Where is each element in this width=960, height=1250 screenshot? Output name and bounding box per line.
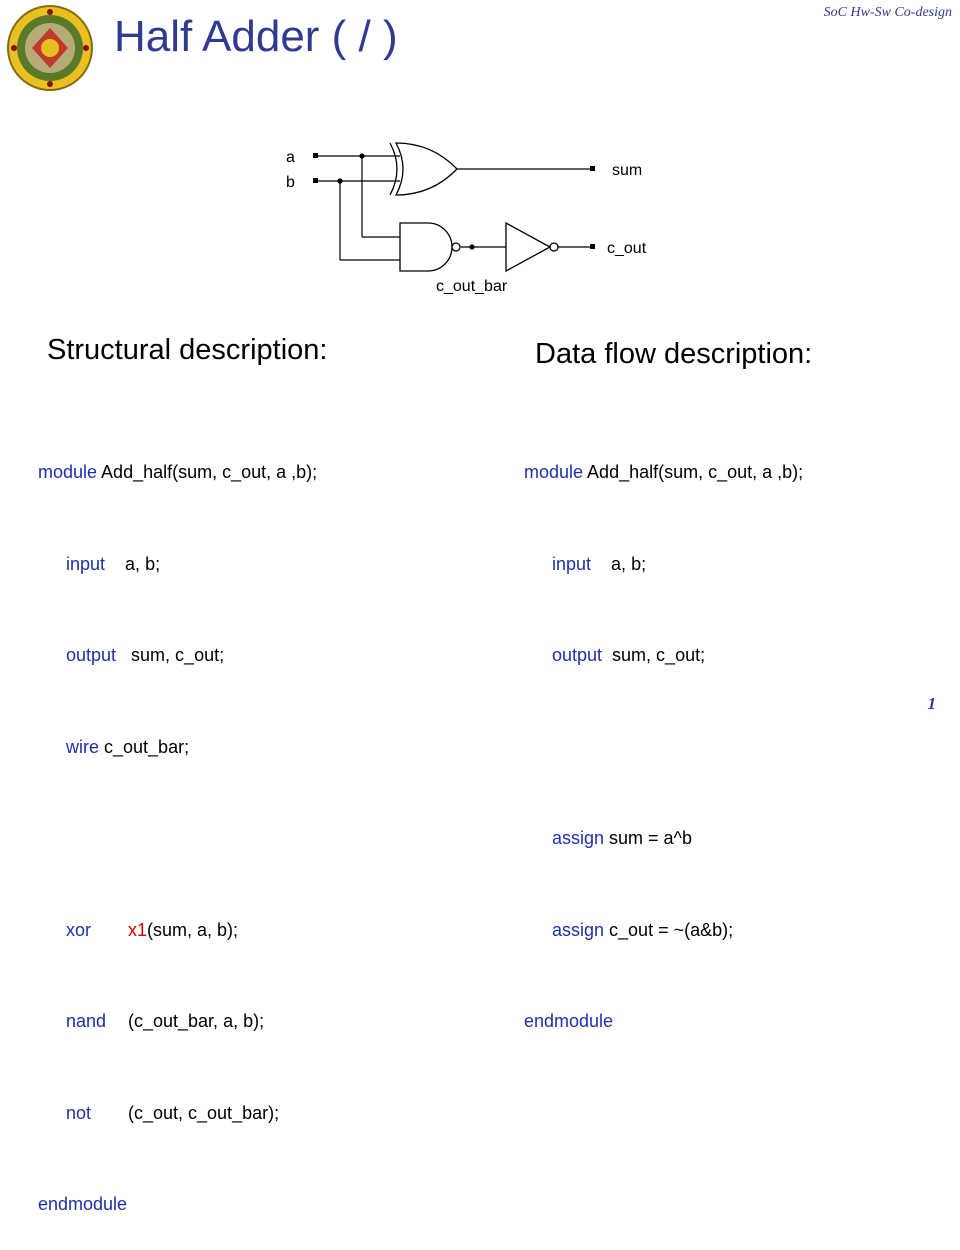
- code-line: input a, b;: [66, 553, 161, 574]
- code-line: module Add_half(sum, c_out, a ,b);: [524, 462, 804, 482]
- code-line: assign sum = a^b: [552, 828, 693, 848]
- code-line-blank: ​: [38, 823, 317, 854]
- dataflow-heading: Data flow description:: [535, 338, 813, 370]
- university-seal-icon: [7, 5, 93, 91]
- cout-bar-label: c_out_bar: [436, 278, 508, 295]
- dataflow-code-block: module Add_half(sum, c_out, a ,b); input…: [524, 396, 803, 1067]
- xor-gate: [389, 142, 458, 196]
- half-adder-circuit-diagram: a b sum c_out c_out_bar: [286, 142, 647, 295]
- course-name: SoC Hw-Sw Co-design: [823, 5, 952, 20]
- code-line: output sum, c_out;: [552, 645, 706, 665]
- code-line: wire c_out_bar;: [66, 736, 190, 757]
- code-line: nand(c_out_bar, a, b);: [66, 1011, 265, 1031]
- code-line: module Add_half(sum, c_out, a ,b);: [38, 462, 318, 482]
- code-line: input a, b;: [552, 553, 647, 574]
- nand-gate: [399, 222, 461, 272]
- code-line: assign c_out = ~(a&b);: [552, 919, 734, 940]
- cout-output-label: c_out: [607, 240, 647, 257]
- input-a-label: a: [286, 149, 295, 166]
- code-line: not(c_out, c_out_bar);: [66, 1102, 280, 1123]
- sum-output-label: sum: [612, 162, 642, 179]
- not-gate: [505, 221, 559, 273]
- input-b-label: b: [286, 174, 295, 191]
- structural-code-block: module Add_half(sum, c_out, a ,b); input…: [38, 396, 317, 1250]
- structural-heading: Structural description:: [47, 334, 328, 366]
- slide-title: Half Adder ( / ): [114, 12, 398, 61]
- code-line: endmodule: [38, 1194, 128, 1214]
- code-line-blank: ​: [524, 732, 803, 763]
- code-line: output sum, c_out;: [66, 645, 225, 665]
- page-number: 1: [927, 694, 937, 713]
- code-line: endmodule: [524, 1011, 614, 1031]
